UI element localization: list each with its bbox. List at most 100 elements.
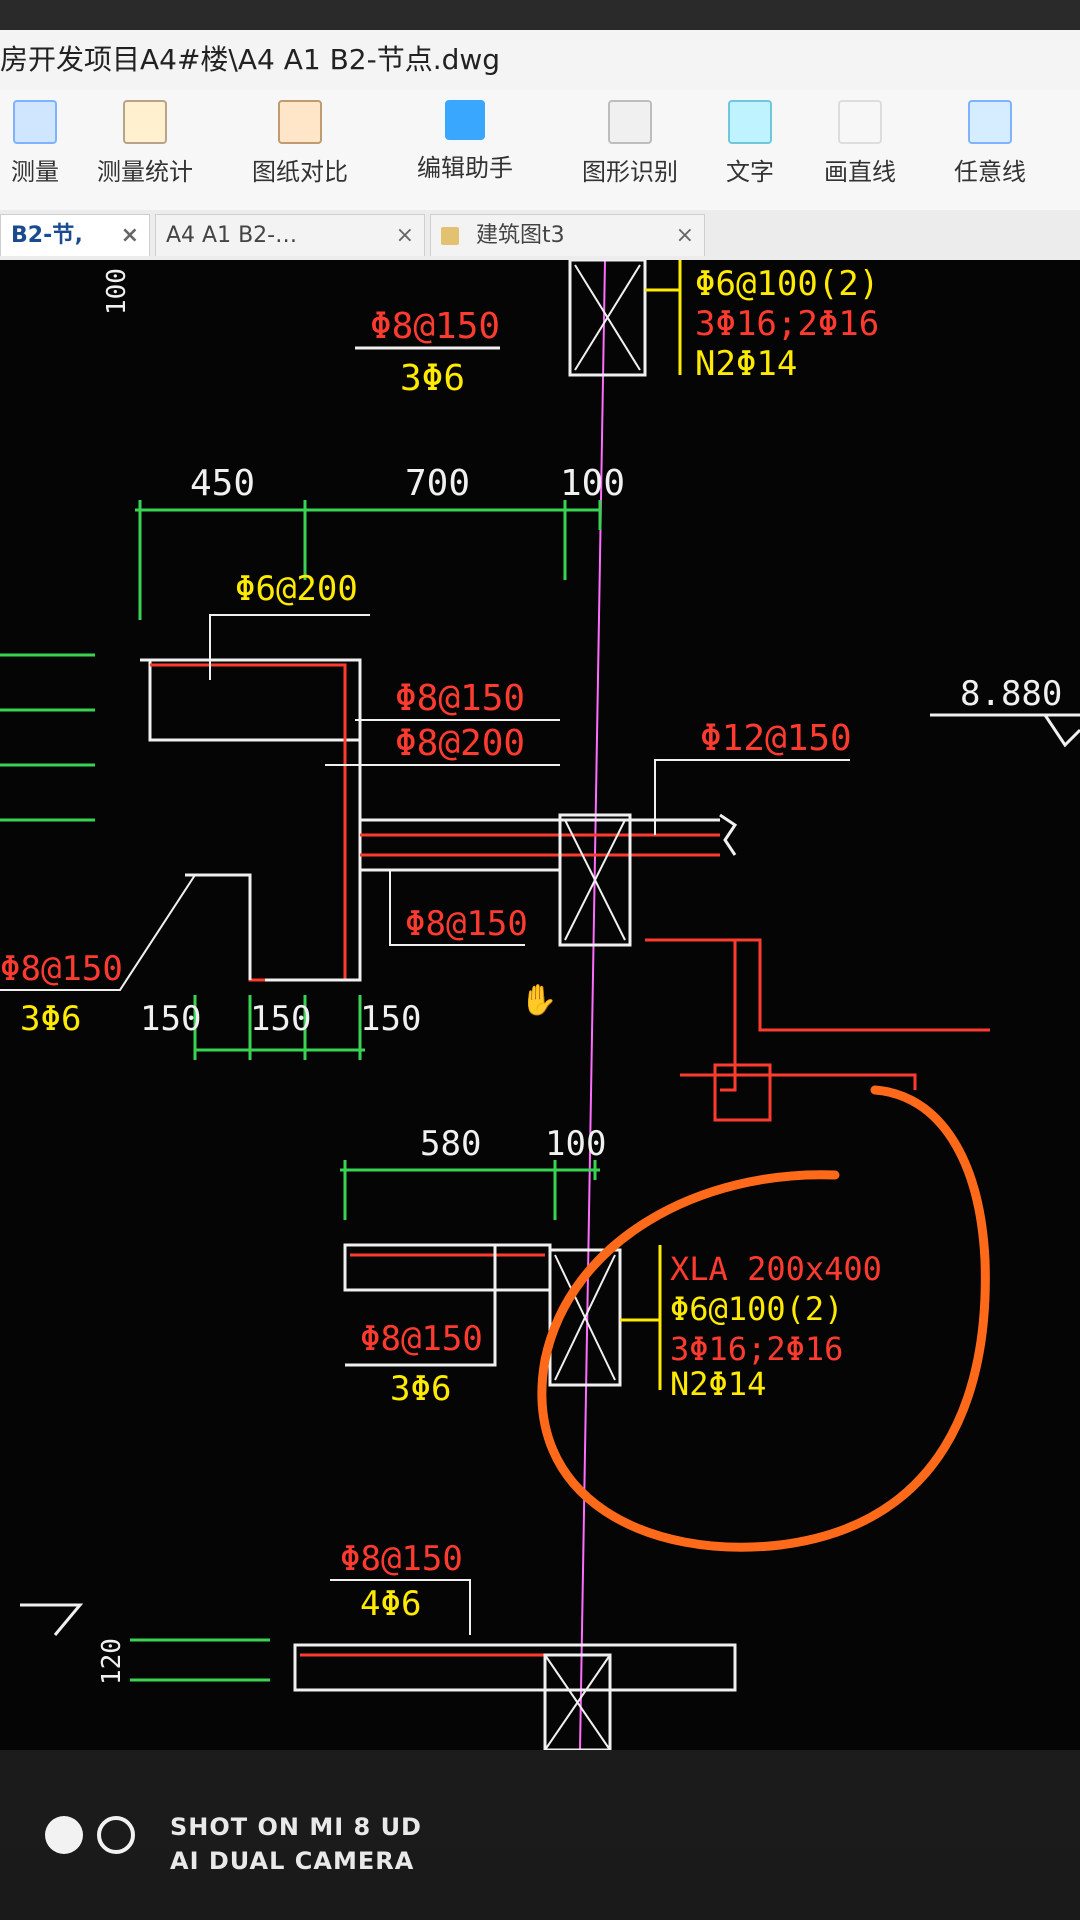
red-rebar-detail: [713, 1063, 772, 1122]
dimension-text-100: 100: [560, 463, 625, 504]
document-tabs: B2-节‚ × A4 A1 B2-… × 建筑图t3 ×: [0, 210, 1080, 262]
tool-label: 图形识别: [582, 158, 678, 186]
toolbar: 测量 测量统计 图纸对比 编辑助手 图形识别 文字: [0, 90, 1080, 211]
beam-main-rebar-label-lower: 3Φ16;2Φ16: [670, 1330, 843, 1368]
tool-measure-stats[interactable]: 测量统计: [80, 100, 210, 200]
leader-line: [389, 870, 525, 946]
bottom-distribution-label: 4Φ6: [360, 1584, 421, 1624]
left-distribution-label: 3Φ6: [20, 999, 81, 1039]
tool-freehand-line[interactable]: 任意线: [935, 100, 1045, 200]
dimension-text-150-a: 150: [140, 999, 201, 1039]
red-rebar-detail: [680, 1073, 917, 1090]
cad-drawing: Φ6@100(2) 3Φ16;2Φ16 N2Φ14 Φ8@150 3Φ6 100…: [0, 260, 1080, 1750]
dimension-text-580: 580: [420, 1124, 481, 1164]
dimension-text-150-c: 150: [360, 999, 421, 1039]
red-rebar-detail: [720, 940, 737, 1092]
slab-rebar-label: Φ8@150: [370, 306, 500, 347]
beam-main-rebar-label: 3Φ16;2Φ16: [695, 304, 879, 344]
leader-line: [0, 874, 196, 991]
leader-line: [654, 759, 850, 835]
close-icon[interactable]: ×: [395, 223, 414, 248]
leader-line: [209, 614, 370, 680]
tab-label: 建筑图t3: [476, 223, 565, 248]
camera-watermark: SHOT ON MI 8 UD AI DUAL CAMERA: [45, 1810, 545, 1890]
dimension-text-450: 450: [190, 463, 255, 504]
drawing-canvas[interactable]: Φ6@100(2) 3Φ16;2Φ16 N2Φ14 Φ8@150 3Φ6 100…: [0, 260, 1080, 1750]
slab-outline: [345, 1245, 497, 1367]
close-icon[interactable]: ×: [675, 223, 694, 248]
slab-outline: [343, 1243, 552, 1292]
tool-label: 画直线: [824, 158, 896, 186]
tool-label: 文字: [726, 158, 774, 186]
watermark-text: SHOT ON MI 8 UD AI DUAL CAMERA: [170, 1810, 422, 1878]
measure-stats-icon: [123, 100, 167, 144]
line-icon: [838, 100, 882, 144]
beam-name-label: XLA 200x400: [670, 1250, 882, 1288]
tool-compare[interactable]: 图纸对比: [240, 100, 360, 200]
window-title-text: 房开发项目A4#楼\A4 A1 B2-节点.dwg: [0, 43, 501, 76]
tab-label: B2-节‚: [11, 223, 83, 248]
dimension-middle: [193, 995, 365, 1060]
dimension-top: [135, 500, 602, 620]
tool-edit-assistant[interactable]: 编辑助手: [395, 100, 535, 200]
elevation-marker: [1043, 714, 1080, 748]
column-cross-line: [544, 1654, 611, 1750]
close-icon[interactable]: ×: [120, 223, 139, 248]
tab-architectural-drawing[interactable]: 建筑图t3 ×: [430, 214, 705, 256]
column-cross-line: [564, 819, 626, 941]
dimension-text-150-b: 150: [250, 999, 311, 1039]
slab-bottom-label: Φ8@150: [405, 904, 528, 944]
tool-shape-recognition[interactable]: 图形识别: [565, 100, 695, 200]
lock-icon: [441, 227, 459, 245]
watermark-line-2: AI DUAL CAMERA: [170, 1847, 415, 1875]
tool-text[interactable]: 文字: [715, 100, 785, 200]
lower-distribution-label: 3Φ6: [390, 1369, 451, 1409]
tool-label: 任意线: [954, 158, 1026, 186]
bottom-slab-outline: [293, 1643, 737, 1692]
middle-column-section: [558, 813, 632, 947]
slab-outline: [140, 658, 362, 742]
bottom-column-outline: [543, 1653, 612, 1750]
beam-side-rebar-label-lower: N2Φ14: [670, 1365, 766, 1403]
tab-label: A4 A1 B2-…: [166, 223, 298, 248]
tab-a4-a1-b2[interactable]: A4 A1 B2-… ×: [155, 214, 425, 256]
tool-label: 测量: [11, 158, 59, 186]
text-icon: [728, 100, 772, 144]
side-dimension: 100: [102, 268, 132, 315]
lower-slab-section: [343, 1243, 662, 1390]
orange-annotation-circle: [537, 1085, 990, 1552]
side-dimension-bottom: 120: [97, 1638, 127, 1685]
cad-app-window: 房开发项目A4#楼\A4 A1 B2-节点.dwg 测量 测量统计 图纸对比 编…: [0, 30, 1080, 1750]
lower-slab-label: Φ8@150: [360, 1319, 483, 1359]
left-slab-label: Φ8@150: [0, 949, 123, 989]
rebar-shape: [150, 663, 347, 982]
shape-recognition-icon: [608, 100, 652, 144]
watermark-logo: [45, 1810, 145, 1860]
tool-measure[interactable]: 测量: [0, 100, 70, 200]
circle-filled-icon: [45, 1816, 83, 1854]
column-cross-line: [554, 1254, 616, 1381]
slab-outline: [185, 873, 252, 980]
column-outline: [548, 1248, 622, 1387]
top-column-section: [568, 260, 682, 377]
tab-b2-node[interactable]: B2-节‚ ×: [0, 214, 150, 256]
elevation-text: 8.880: [960, 674, 1062, 714]
tool-draw-line[interactable]: 画直线: [810, 100, 910, 200]
slab-bottom-rebar-label: Φ8@200: [395, 723, 525, 764]
measure-icon: [13, 100, 57, 144]
dimension-lower: [340, 1160, 600, 1220]
window-title: 房开发项目A4#楼\A4 A1 B2-节点.dwg: [0, 30, 1080, 90]
elevation-marker: [20, 1603, 84, 1636]
circle-outline-icon: [97, 1816, 135, 1854]
column-cross-line: [574, 264, 641, 371]
hand-cursor-icon: ✋: [520, 982, 557, 1018]
tool-label: 图纸对比: [252, 158, 348, 186]
beam-side-rebar-label: N2Φ14: [695, 344, 797, 384]
tool-label: 测量统计: [97, 158, 193, 186]
right-slab-rebar-label: Φ12@150: [700, 718, 852, 759]
slab-distribution-label: 3Φ6: [400, 358, 465, 399]
dimension-text-100-lower: 100: [545, 1124, 606, 1164]
compare-icon: [278, 100, 322, 144]
tool-label: 编辑助手: [417, 154, 513, 182]
